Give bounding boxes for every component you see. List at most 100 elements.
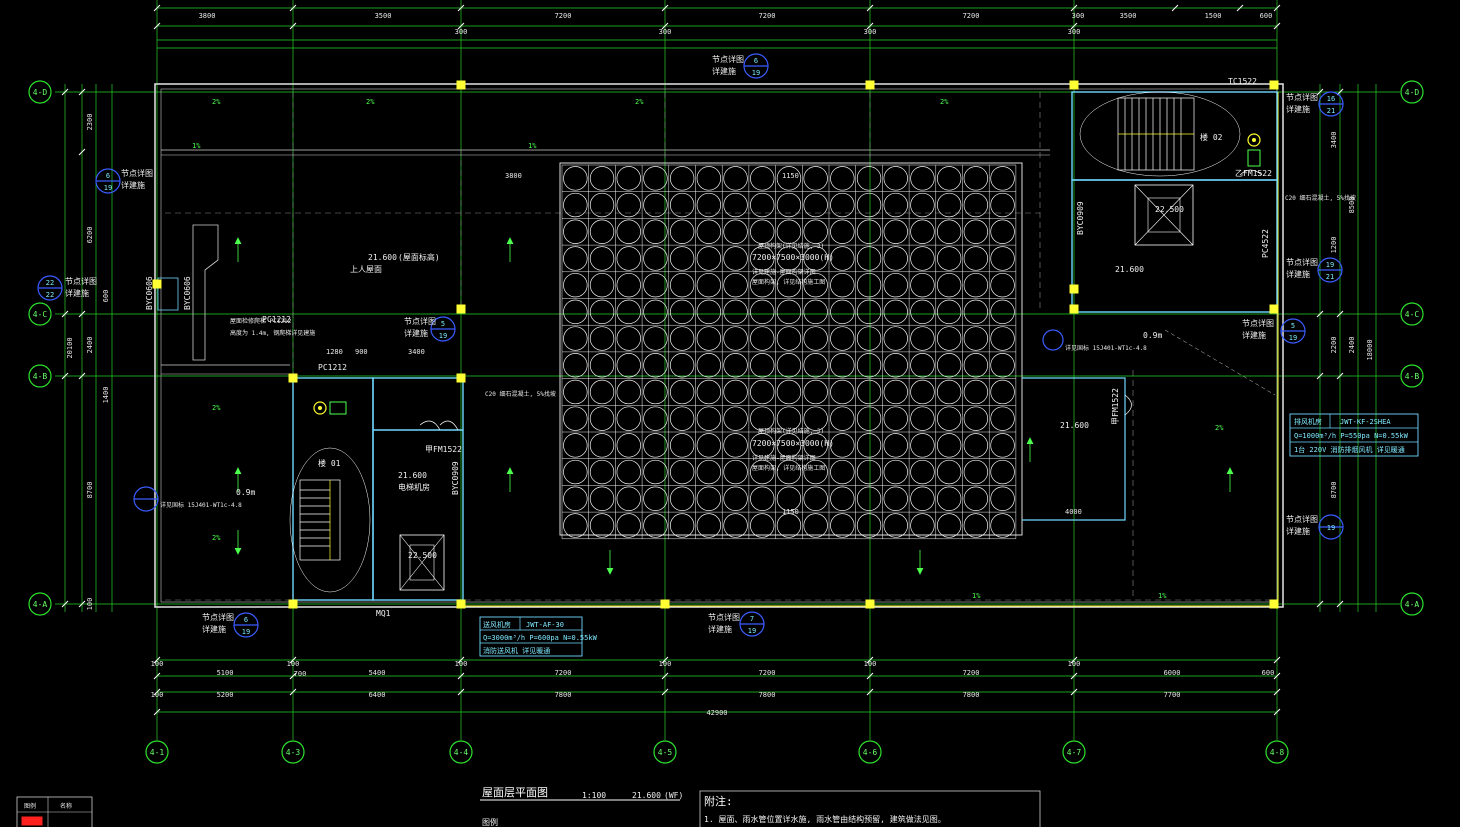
dim-left-3: 600: [102, 290, 110, 303]
slope-label-7: 1%: [972, 592, 981, 600]
label-level-21600-right: 21.600: [1115, 265, 1144, 274]
framework-grid-circle: [563, 406, 588, 431]
grille-text-top2: 屋顶构架(详见结施, 3): [758, 242, 824, 250]
framework-grid-circle: [696, 433, 722, 458]
slope-label-2: 2%: [366, 98, 375, 106]
framework-grid-circle: [563, 459, 588, 485]
framework-grid-circle: [563, 246, 588, 271]
callout-sub-1: 详建施: [121, 180, 145, 190]
label-pc-right: PC4522: [1261, 229, 1270, 258]
framework-grid-circle: [856, 486, 882, 511]
framework-grid-circle: [589, 353, 615, 378]
framework-grid-circle: [803, 406, 828, 431]
framework-grid-circle: [803, 353, 828, 378]
slope-label-1: 2%: [212, 98, 221, 106]
framework-grid-circle: [616, 246, 641, 271]
framework-grid-circle: [776, 486, 802, 511]
callout-sub-2: 详建施: [404, 328, 428, 338]
framework-grid-circle: [990, 166, 1015, 191]
framework-grid-circle: [589, 406, 615, 431]
framework-grid-circle: [856, 433, 882, 458]
callout-num-18: 7: [750, 615, 754, 623]
framework-grid-circle: [803, 246, 828, 271]
framework-grid-circle: [936, 272, 962, 298]
dim-top2-2: 300: [659, 28, 672, 36]
framework-grid-circle: [963, 406, 989, 431]
framework-grid-circle: [883, 353, 908, 378]
roof-framework-grid: [559, 162, 1023, 540]
framework-grid-circle: [643, 219, 668, 244]
framework-grid-circle: [563, 326, 588, 351]
framework-grid-circle: [616, 272, 641, 298]
label-roof-note: (屋面标高): [398, 252, 440, 262]
framework-grid-circle: [750, 246, 775, 271]
framework-grid-circle: [856, 379, 882, 405]
framework-grid-circle: [856, 513, 882, 538]
framework-grid-circle: [883, 326, 908, 351]
misc-symbols: [313, 133, 1263, 431]
framework-grid-circle: [750, 166, 775, 191]
framework-grid-circle: [563, 192, 588, 218]
axis-label-4-7: 4-7: [1067, 748, 1082, 757]
note-ladder: 详见国标 15J401-WT1c-4.8: [160, 501, 242, 509]
framework-grid-circle: [643, 433, 668, 458]
framework-grid-circle: [910, 459, 935, 485]
framework-grid-circle: [910, 246, 935, 271]
framework-grid-circle: [883, 486, 908, 511]
label-roof-level: 21.600: [368, 253, 397, 262]
dim-top-1: 3800: [199, 12, 216, 20]
callout-label-4: 节点详图: [1286, 92, 1318, 102]
dim-top-7: 3500: [1120, 12, 1137, 20]
callout-sub-7: 详建施: [1286, 526, 1310, 536]
framework-grid-circle: [990, 219, 1015, 244]
left-parapet: [157, 224, 219, 361]
dim-bot2-1: 5200: [217, 691, 234, 699]
label-level-21600-lowright: 21.600: [1060, 421, 1089, 430]
dim-top-8: 1500: [1205, 12, 1222, 20]
callout-sub-5: 详建施: [1286, 269, 1310, 279]
framework-grid-circle: [963, 433, 989, 458]
framework-grid-circle: [883, 192, 908, 218]
framework-grid-circle: [963, 299, 989, 325]
framework-grid-circle: [616, 459, 641, 485]
framework-grid-circle: [936, 433, 962, 458]
equipment-table-right: 排风机房 JWT-KF-2SHEA Q=1000m³/h P=550pa N=0…: [1289, 413, 1419, 457]
dim-right-4: 8700: [1330, 482, 1338, 499]
framework-grid-circle: [830, 326, 855, 351]
stair-left: [289, 447, 371, 593]
dim-bot2-5: 7800: [963, 691, 980, 699]
framework-grid-circle: [803, 219, 828, 244]
callout-num-12: 21: [1326, 273, 1334, 281]
framework-grid-circle: [589, 459, 615, 485]
eq-right-model: JWT-KF-2SHEA: [1340, 418, 1391, 426]
framework-grid-circle: [723, 486, 748, 511]
framework-grid-circle: [616, 192, 641, 218]
grille-text-mid2: 屋顶构架(详见结施, 3): [758, 427, 824, 435]
dim-left-1: 2300: [86, 114, 94, 131]
framework-grid-circle: [910, 166, 935, 191]
label-mq1: MQ1: [376, 609, 391, 618]
column-markers: [152, 80, 1279, 609]
callout-num-19: 19: [748, 627, 756, 635]
dim-top-4: 7200: [759, 12, 776, 20]
callout-label-7: 节点详图: [1286, 514, 1318, 524]
axis-label-4C-left: 4-C: [33, 310, 48, 319]
dim-bot2-3: 7800: [555, 691, 572, 699]
slope-label-10: 2%: [212, 534, 221, 542]
callout-sub-8: 详建施: [202, 624, 226, 634]
framework-grid-circle: [776, 299, 802, 325]
framework-grid-circle: [830, 486, 855, 511]
dim-right-1: 3400: [1330, 132, 1338, 149]
dim-bot-5: 7200: [963, 669, 980, 677]
label-stair-mid: 楼 01: [318, 458, 341, 468]
dim-bot2-6: 7700: [1164, 691, 1181, 699]
dim-bot-small-4: 100: [455, 660, 468, 668]
framework-grid-circle: [776, 166, 802, 191]
framework-grid-circle: [669, 459, 695, 485]
dim-left-2: 6200: [86, 227, 94, 244]
dim-1280: 1280: [326, 348, 343, 356]
framework-grid-circle: [883, 166, 908, 191]
framework-grid-circle: [803, 433, 828, 458]
framework-grid-circle: [616, 513, 641, 538]
